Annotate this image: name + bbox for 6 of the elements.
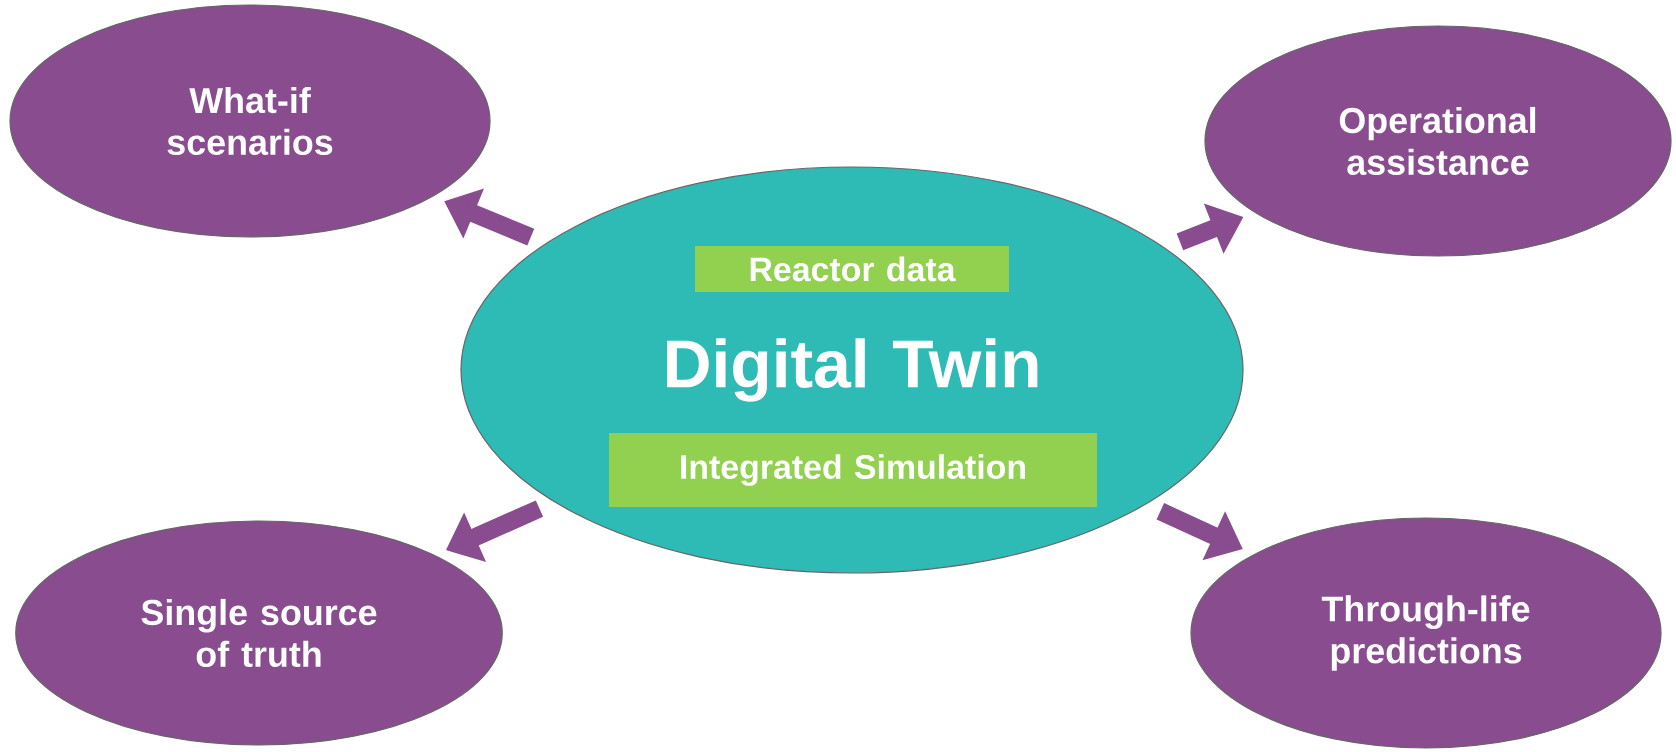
oval: What-if scenarios	[9, 4, 491, 238]
oval: Single source of truth	[15, 520, 503, 746]
label-box: Integrated Simulation	[609, 433, 1097, 507]
label-box: Reactor data	[695, 246, 1009, 292]
oval: Operational assistance	[1204, 25, 1672, 257]
oval: Through-life predictions	[1190, 517, 1662, 749]
